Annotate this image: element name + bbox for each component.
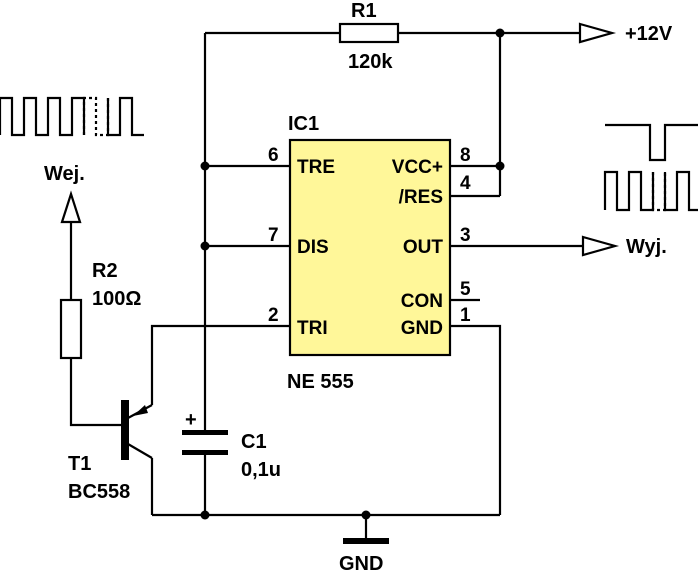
capacitor-c1: + C1 0,1u <box>182 409 281 481</box>
output-waveform-icon <box>603 123 698 212</box>
junction-dot <box>200 241 210 251</box>
input-terminal: Wej. <box>44 163 85 224</box>
r1-ref: R1 <box>351 0 377 22</box>
t1-part: BC558 <box>68 481 130 503</box>
t1-emitter-arrow-icon <box>133 405 148 416</box>
c1-polarity: + <box>185 409 197 431</box>
pin-name-tri: TRI <box>297 318 328 339</box>
input-arrow-icon <box>60 190 82 224</box>
ground-symbol: GND <box>339 538 389 573</box>
output-terminal: Wyj. <box>581 235 667 258</box>
pin-num-3: 3 <box>460 225 471 246</box>
output-arrow-icon <box>581 235 620 257</box>
ground-bar-icon <box>343 538 389 544</box>
transistor-t1: T1 BC558 <box>68 400 153 503</box>
wires <box>69 31 583 538</box>
junctions <box>200 28 505 520</box>
junction-dot <box>495 161 505 171</box>
output-label: Wyj. <box>626 236 667 258</box>
ic-body <box>288 138 452 357</box>
junction-dot <box>200 161 210 171</box>
junction-dot <box>200 510 210 520</box>
ground-label: GND <box>339 553 383 573</box>
supply-arrow-icon <box>578 22 617 44</box>
c1-plate-top <box>182 430 228 435</box>
pin-num-5: 5 <box>460 279 471 300</box>
supply-label: +12V <box>625 23 673 45</box>
ic-part: NE 555 <box>287 371 354 393</box>
pin-num-8: 8 <box>460 145 471 166</box>
r1-value: 120k <box>348 51 393 73</box>
c1-plate-bottom <box>182 450 228 455</box>
pin1-wire <box>450 324 502 515</box>
resistor-r2: R2 100Ω <box>59 260 141 360</box>
pin-num-4: 4 <box>460 173 471 194</box>
ic-ref: IC1 <box>288 113 319 135</box>
pin-name-tre: TRE <box>297 157 335 178</box>
pin2-wire <box>150 324 290 405</box>
pin-name-dis: DIS <box>297 237 329 258</box>
junction-dot <box>495 28 505 38</box>
pin-name-res: /RES <box>399 187 443 208</box>
r1-body <box>338 22 400 44</box>
pin-num-6: 6 <box>268 145 279 166</box>
pin-name-vcc: VCC+ <box>392 157 443 178</box>
c1-ref: C1 <box>241 431 267 453</box>
junction-dot <box>361 510 371 520</box>
resistor-r1: R1 120k <box>338 0 400 73</box>
t1-collector <box>127 443 153 459</box>
supply-terminal: +12V <box>578 22 673 45</box>
input-wire <box>69 222 122 427</box>
c1-value: 0,1u <box>241 459 281 481</box>
pin-name-out: OUT <box>403 237 444 258</box>
ic-555: IC1 NE 555 TRE DIS TRI VCC+ /RES OUT CON… <box>268 113 471 393</box>
r2-value: 100Ω <box>92 288 141 310</box>
input-waveform-icon <box>0 96 144 137</box>
pin-num-1: 1 <box>460 305 471 326</box>
pin-num-2: 2 <box>268 305 279 326</box>
r2-ref: R2 <box>92 260 118 282</box>
t1-ref: T1 <box>68 453 91 475</box>
pin-name-gnd: GND <box>401 318 443 339</box>
r2-body <box>59 298 83 360</box>
input-label: Wej. <box>44 163 85 185</box>
pin-name-con: CON <box>401 291 443 312</box>
pin-num-7: 7 <box>268 225 279 246</box>
